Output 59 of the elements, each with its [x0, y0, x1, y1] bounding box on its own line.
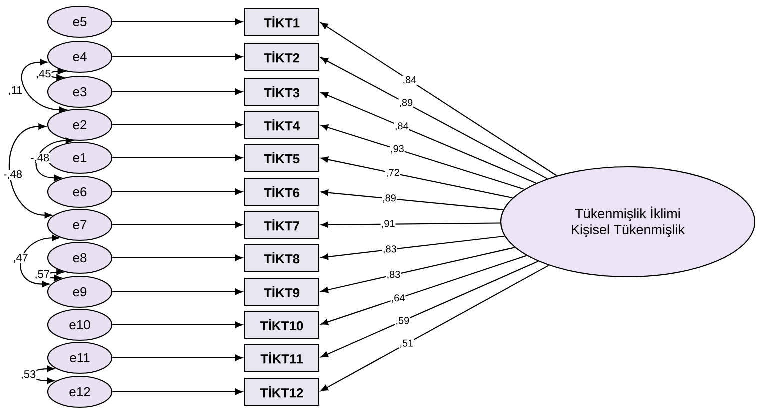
arrow: [320, 22, 558, 176]
arrow: [321, 156, 513, 199]
arrow: [112, 154, 243, 162]
indicator-box: TİKT12: [244, 378, 320, 406]
arrow: [112, 18, 243, 26]
covariance-arrow: [9, 124, 52, 219]
arrow: [320, 57, 548, 180]
indicator-box: TİKT1: [244, 8, 320, 36]
indicator-box: TİKT4: [244, 111, 320, 139]
edge-label: ,45: [35, 70, 52, 80]
arrow: [320, 261, 539, 358]
edge-label: ,11: [8, 86, 24, 96]
arrow: [112, 122, 243, 128]
arrow: [112, 388, 243, 396]
edge-label: ,83: [386, 270, 402, 280]
edge-label: -,48: [30, 153, 50, 164]
arrow: [321, 236, 505, 260]
edge-label: ,91: [380, 220, 396, 229]
edge-label: ,89: [398, 98, 414, 108]
edge-label: ,84: [402, 76, 418, 86]
arrow: [112, 254, 243, 262]
edge-label: ,84: [394, 122, 410, 132]
edge-label: ,83: [382, 245, 398, 254]
arrow: [112, 354, 243, 362]
indicator-box: TİKT8: [244, 244, 320, 272]
covariance-arrow: [36, 138, 74, 182]
covariance-arrow: [22, 59, 67, 114]
indicator-box: TİKT2: [244, 43, 320, 71]
indicator-box: TİKT7: [244, 211, 320, 239]
covariance-arrow: [20, 235, 60, 288]
arrow: [321, 124, 525, 190]
arrow: [112, 288, 243, 296]
arrow: [321, 222, 500, 228]
edge-label: ,53: [20, 370, 37, 380]
edge-label: ,57: [34, 270, 51, 280]
indicator-box: TİKT9: [244, 278, 320, 306]
edge-label: ,93: [390, 144, 405, 154]
edge-label: ,59: [395, 316, 410, 326]
indicator-box: TİKT5: [244, 144, 320, 172]
indicator-box: TİKT10: [244, 311, 320, 339]
edge-label: ,51: [399, 339, 414, 349]
edge-label: ,72: [386, 168, 400, 178]
indicator-box: TİKT6: [244, 178, 320, 206]
arrow: [112, 54, 243, 60]
arrow: [112, 88, 243, 96]
arrow: [112, 322, 243, 328]
arrow: [321, 247, 516, 294]
arrow: [320, 265, 550, 392]
indicator-box: TİKT3: [244, 78, 320, 106]
edge-label: ,64: [390, 294, 406, 304]
arrow: [112, 222, 243, 228]
edge-label: ,89: [382, 194, 397, 204]
edge-label: ,47: [12, 254, 29, 264]
edge-label: -,48: [3, 170, 23, 180]
indicator-box: TİKT11: [244, 344, 320, 372]
arrow: [321, 190, 504, 210]
arrow: [321, 255, 527, 326]
arrow: [112, 188, 243, 196]
arrow: [320, 92, 537, 184]
